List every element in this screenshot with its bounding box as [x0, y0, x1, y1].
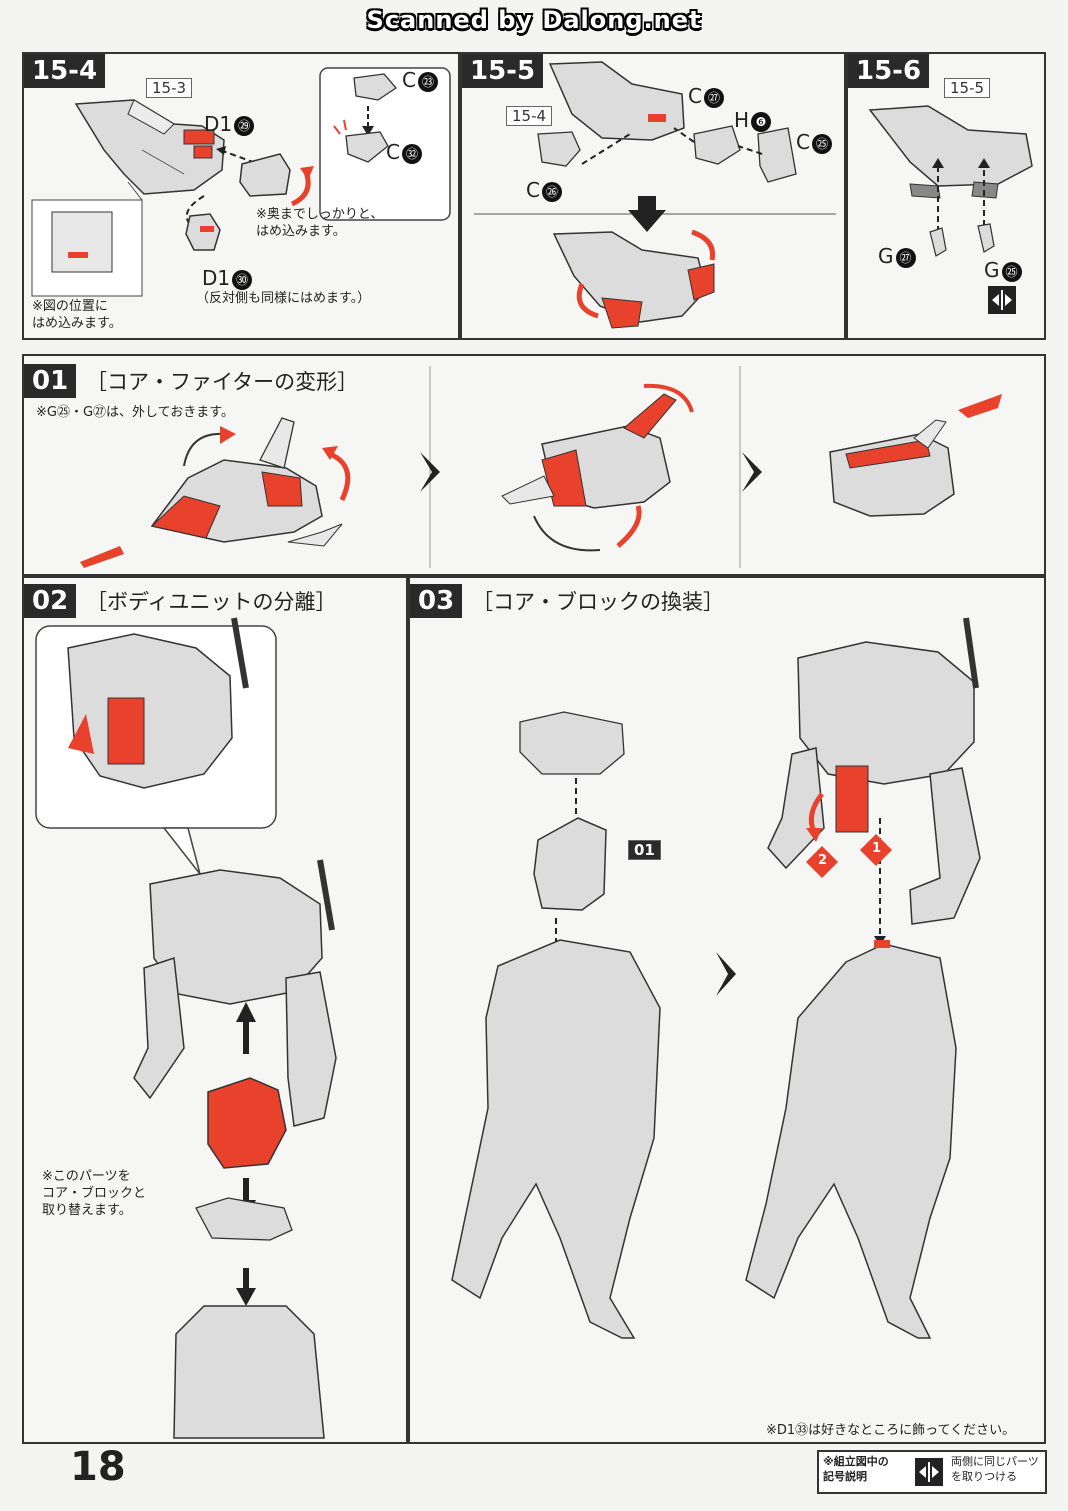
- note-position: ※図の位置に はめ込みます。: [32, 299, 122, 331]
- both-sides-symbol-icon: [988, 286, 1016, 314]
- core-fighter-15-5-illustration: [474, 61, 836, 329]
- note-other-side: （反対側も同様にはめます。）: [196, 291, 371, 306]
- step-03-badge: 03: [410, 584, 463, 618]
- ref-tag-15-3: 15-3: [146, 78, 193, 98]
- step-03-bottom-note: ※D1㉝は好きなところに飾ってください。: [766, 1423, 1016, 1438]
- ref-tag-01: 01: [628, 840, 661, 860]
- part-number-badge: ㉓: [417, 71, 438, 92]
- step-03-number-1: 1: [872, 841, 882, 856]
- part-number-badge: ㉖: [541, 181, 562, 202]
- step-03-panel: 03 ［コア・ブロックの換装］ 01 1 2 ※D1㉝は好きなところに飾ってくだ…: [408, 576, 1046, 1444]
- part-number-badge: ㉜: [401, 143, 422, 164]
- body-unit-separation-illustration: [35, 617, 337, 1439]
- both-sides-symbol-icon: [915, 1458, 943, 1486]
- step-03-number-2: 2: [818, 853, 828, 868]
- step-15-5-badge: 15-5: [462, 54, 544, 88]
- legend-title: ※組立図中の 記号説明: [823, 1455, 889, 1483]
- part-number-badge: ㉙: [234, 115, 255, 136]
- symbol-legend: ※組立図中の 記号説明 両側に同じパーツ を取りつける: [817, 1450, 1047, 1494]
- step-02-panel: 02 ［ボディユニットの分離］ ※このパーツを コア・ブロックと 取り替えます。: [22, 576, 408, 1444]
- ref-tag-15-4: 15-4: [506, 106, 553, 126]
- core-fighter-transform-illustration: [80, 366, 1002, 568]
- step-01-heading: ［コア・ファイターの変形］: [86, 370, 359, 394]
- legend-description: 両側に同じパーツ を取りつける: [951, 1455, 1039, 1483]
- step-02-badge: 02: [24, 584, 77, 618]
- ref-tag-15-5: 15-5: [944, 78, 991, 98]
- core-fighter-15-4-illustration: [31, 67, 451, 297]
- part-number-badge: ㉚: [232, 269, 253, 290]
- step-15-6-badge: 15-6: [848, 54, 930, 88]
- part-number-badge: ❻: [751, 111, 772, 132]
- step-03-heading: ［コア・ブロックの換装］: [472, 590, 724, 614]
- part-number-badge: ㉕: [1001, 261, 1022, 282]
- step-01-note: ※G㉕・G㉗は、外しておきます。: [36, 405, 234, 420]
- part-number-badge: ㉗: [895, 247, 916, 268]
- core-block-swap-illustration: [451, 617, 981, 1339]
- part-number-badge: ㉗: [703, 87, 724, 108]
- scan-title: Scanned by Dalong.net: [366, 6, 702, 34]
- note-push-in: ※奥までしっかりと、 はめ込みます。: [256, 207, 384, 239]
- core-fighter-15-6-illustration: [868, 105, 1033, 257]
- page-number: 18: [70, 1444, 126, 1490]
- step-01-panel: 01 ［コア・ファイターの変形］ ※G㉕・G㉗は、外しておきます。: [22, 354, 1046, 576]
- part-number-badge: ㉕: [811, 133, 832, 154]
- step-01-badge: 01: [24, 364, 77, 398]
- step-02-heading: ［ボディユニットの分離］: [86, 590, 337, 614]
- step-02-note: ※このパーツを コア・ブロックと 取り替えます。: [42, 1169, 147, 1218]
- step-15-4-badge: 15-4: [24, 54, 106, 88]
